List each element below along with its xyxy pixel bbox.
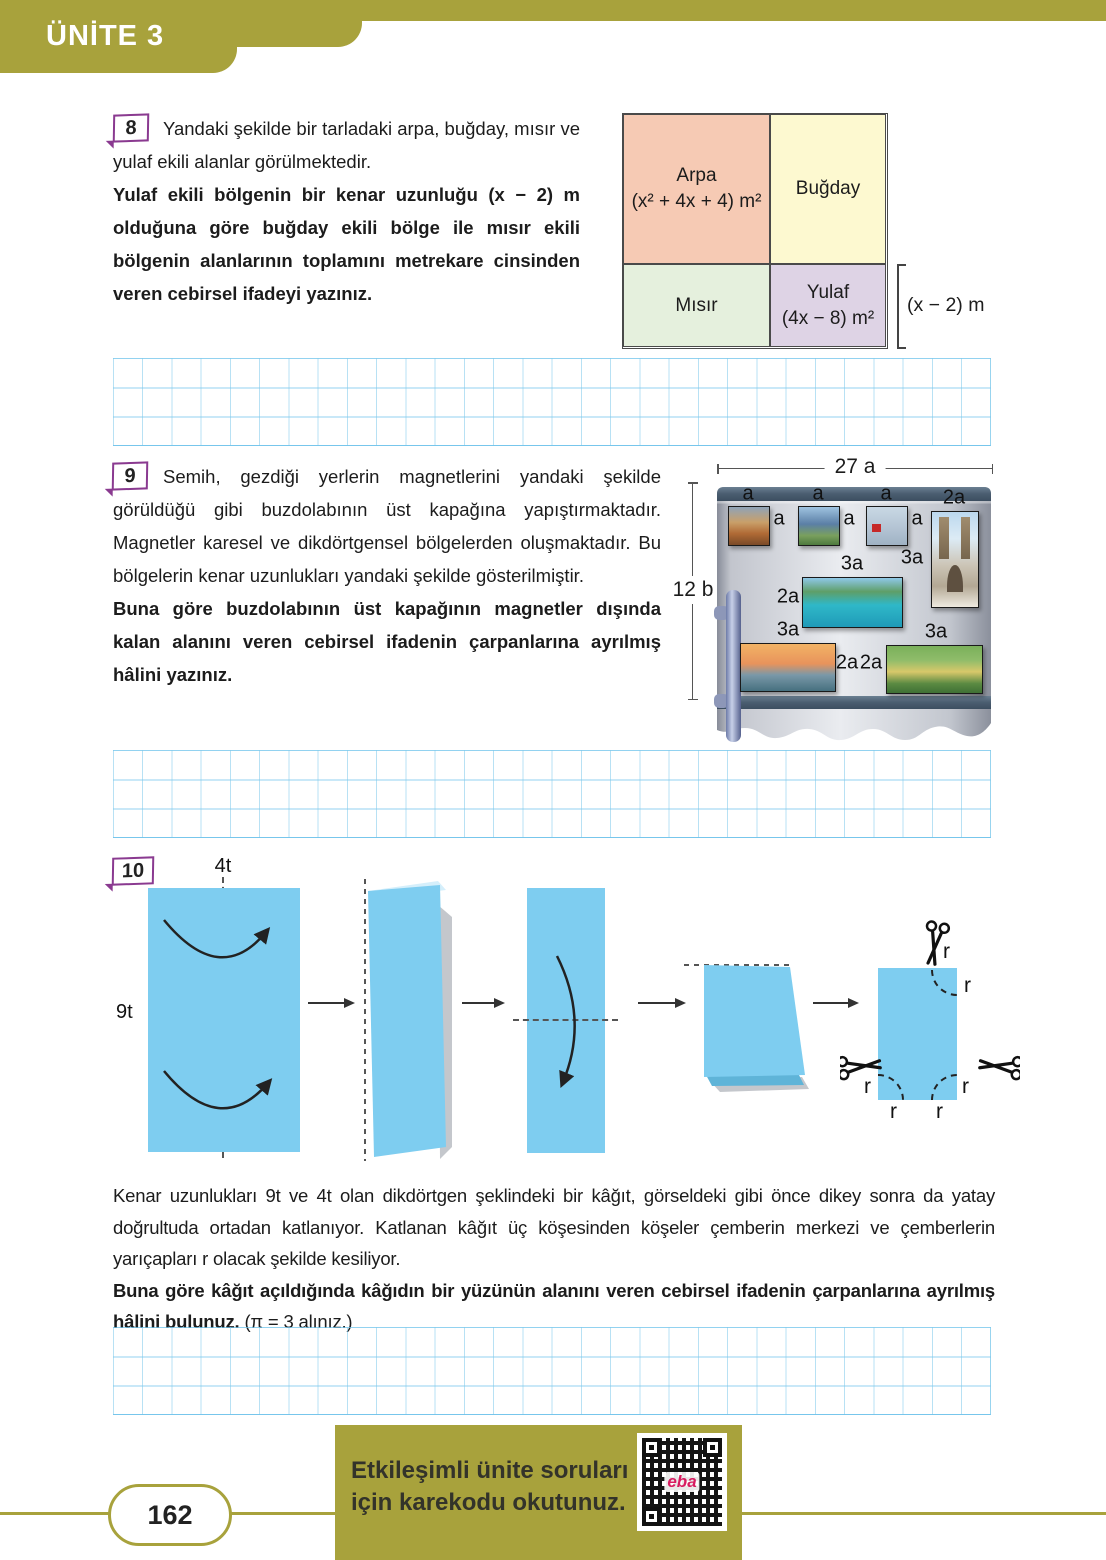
magnet-lagoon (802, 577, 903, 628)
qr-instruction-line2: için karekodu okutunuz. (351, 1489, 626, 1516)
problem10-number-flag: 10 (111, 856, 155, 886)
magnet-city (866, 506, 908, 546)
sq3-top-label: a (880, 482, 892, 505)
paper-width-label: 4t (214, 855, 232, 877)
qr-finder-bottomleft (642, 1507, 661, 1526)
radius-label-br-bottom: r (936, 1100, 943, 1123)
answer-grid-1[interactable] (113, 358, 991, 446)
mid-side-label: 2a (776, 585, 800, 608)
tall-top-label: 2a (942, 486, 966, 509)
magnet-castle (728, 506, 770, 546)
qr-panel: Etkileşimli ünite soruları için karekodu… (335, 1425, 742, 1560)
side-bracket (897, 264, 906, 349)
page-number-badge: 162 (108, 1484, 232, 1546)
problem9-text: Semih, gezdiği yerlerin magnetlerini yan… (113, 460, 661, 691)
qr-code: eba (637, 1433, 727, 1531)
bugday-label: Buğday (795, 178, 861, 199)
answer-grid-2[interactable] (113, 750, 991, 838)
radius-label-bl-side: r (864, 1075, 871, 1098)
fridge-width-dimension: 27 a (717, 455, 993, 479)
radius-label-br-side: r (962, 1075, 969, 1098)
field-table: Arpa (x² + 4x + 4) m² Buğday Mısır Yulaf… (622, 113, 888, 349)
magnet-twin-minarets (931, 511, 979, 608)
field-cell-bugday: Buğday (770, 114, 886, 264)
qr-finder-topright (703, 1438, 722, 1457)
magnet-mountain-lake (798, 506, 840, 546)
radius-label-right: r (964, 974, 971, 997)
fridge-height-label: 12 b (668, 576, 718, 604)
red-flag-detail (871, 524, 882, 533)
problem9-question: Buna göre buzdolabının üst kapağının mag… (113, 598, 661, 685)
arpa-area: (x² + 4x + 4) m² (631, 191, 762, 212)
field-cell-yulaf: Yulaf (4x − 8) m² (770, 264, 886, 347)
tall-side-label: 3a (900, 546, 924, 569)
botright-top-label: 3a (924, 620, 948, 643)
radius-label-bl-bottom: r (890, 1100, 897, 1123)
paper-step4-folded-horizontal (684, 964, 809, 1092)
step-arrow-4 (813, 997, 859, 1008)
scissors-bottom-right-icon (977, 1051, 1020, 1082)
field-diagram: Arpa (x² + 4x + 4) m² Buğday Mısır Yulaf… (620, 112, 1015, 357)
misir-label: Mısır (675, 294, 718, 316)
botright-side-label: 2a (859, 651, 883, 674)
yulaf-label: Yulaf (806, 281, 850, 303)
sq2-side-label: a (843, 507, 855, 530)
paper-step2-folded-vertical (364, 879, 452, 1161)
mid-top-label: 3a (840, 552, 864, 575)
step-arrow-2 (462, 997, 505, 1008)
problem10-question-bold: Buna göre kâğıt açıldığında kâğıdın bir … (113, 1279, 995, 1333)
cut-marks-overlay: r r r r r r (840, 919, 1020, 1123)
minaret-right (960, 516, 970, 559)
scissors-bottom-left-icon (840, 1051, 883, 1082)
problem8-question: Yulaf ekili bölgenin bir kenar uzunluğu … (113, 184, 580, 304)
horizontal-fold-line (513, 1019, 618, 1021)
fridge-diagram: 27 a 12 b (655, 452, 1005, 767)
header-tab (0, 0, 237, 73)
botleft-side-label: 2a (835, 651, 859, 674)
minaret-left (939, 516, 949, 559)
radius-label-top: r (943, 940, 950, 963)
problem9-intro: Semih, gezdiği yerlerin magnetlerini yan… (113, 466, 661, 586)
problem10-question: Buna göre kâğıt açıldığında kâğıdın bir … (113, 1275, 995, 1338)
fold-arrow-step3 (555, 955, 576, 1088)
problem10-text: Kenar uzunlukları 9t ve 4t olan dikdörtg… (113, 1180, 995, 1338)
problem10-pi-note: (π = 3 alınız.) (244, 1311, 353, 1332)
paper-height-label: 9t (116, 1001, 133, 1023)
sq1-side-label: a (773, 507, 785, 530)
magnet-sunset-sea (740, 643, 836, 692)
step-arrow-1 (308, 997, 355, 1008)
minaret-arch (947, 565, 963, 592)
qr-instruction-line1: Etkileşimli ünite soruları (351, 1457, 629, 1484)
side-length-label: (x − 2) m (907, 294, 985, 316)
problem8-intro: Yandaki şekilde bir tarladaki arpa, buğd… (113, 118, 580, 172)
unit-title: ÜNİTE 3 (46, 20, 165, 52)
answer-grid-3[interactable] (113, 1327, 991, 1415)
sq2-top-label: a (812, 482, 824, 505)
eba-logo: eba (664, 1472, 700, 1492)
magnet-garden-house (886, 645, 983, 694)
field-cell-misir: Mısır (623, 264, 770, 347)
fold-arrows-step1 (163, 919, 273, 1110)
qr-finder-topleft (642, 1438, 661, 1457)
problem8-text: Yandaki şekilde bir tarladaki arpa, buğd… (113, 112, 580, 310)
sq1-top-label: a (742, 482, 754, 505)
problem10-number: 10 (121, 859, 145, 883)
yulaf-area: (4x − 8) m² (781, 307, 875, 329)
arpa-label: Arpa (676, 165, 717, 186)
sq3-side-label: a (911, 507, 923, 530)
fridge-width-label: 27 a (824, 455, 886, 479)
field-cell-arpa: Arpa (x² + 4x + 4) m² (623, 114, 770, 264)
botleft-top-label: 3a (776, 618, 800, 641)
fridge-height-dimension: 12 b (668, 482, 718, 700)
paper-folding-diagram: 10 4t 9t (110, 853, 1020, 1168)
problem10-intro: Kenar uzunlukları 9t ve 4t olan dikdörtg… (113, 1185, 995, 1269)
qr-instruction: Etkileşimli ünite soruları için karekodu… (351, 1455, 628, 1519)
page-number: 162 (147, 1499, 193, 1530)
step-arrow-3 (638, 997, 686, 1008)
